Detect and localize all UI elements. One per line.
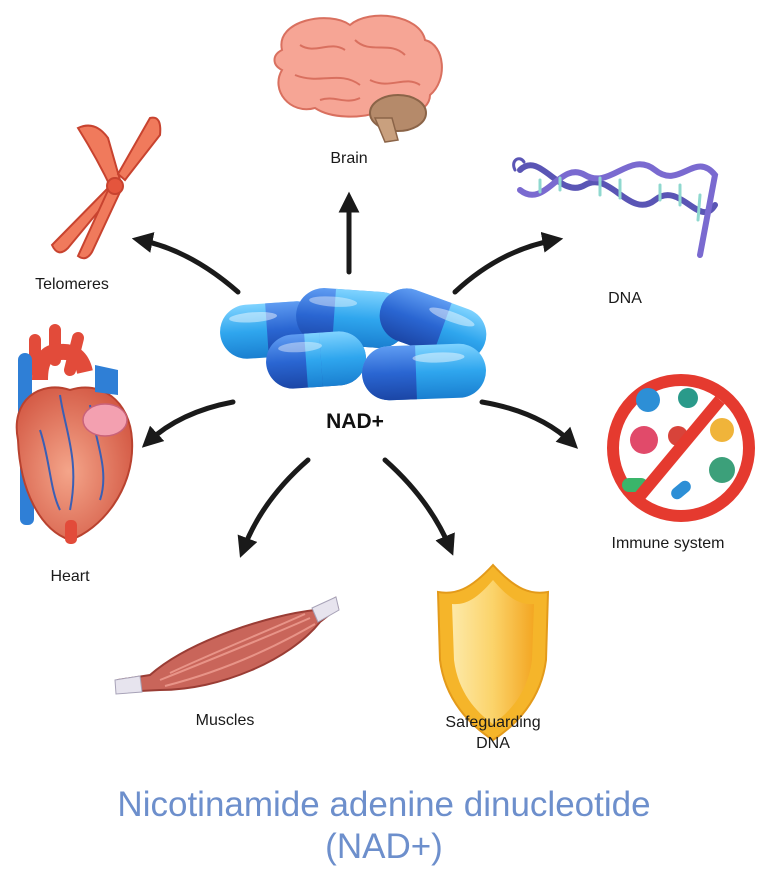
immune-system-icon (607, 374, 755, 522)
arrow-to-telomeres (131, 232, 241, 295)
title-line1: Nicotinamide adenine dinucleotide (117, 785, 651, 824)
arrow-to-immune (479, 399, 579, 449)
label-heart: Heart (50, 568, 90, 585)
title-line2: (NAD+) (325, 827, 443, 866)
nad-capsules (220, 288, 487, 401)
telomeres-icon (50, 116, 162, 260)
arrow-to-heart (141, 399, 236, 448)
arrow-to-dna (452, 231, 564, 295)
label-muscles: Muscles (195, 712, 255, 729)
dna-icon (512, 157, 719, 258)
label-dna: DNA (608, 290, 642, 307)
brain-icon (273, 14, 443, 143)
heart-icon (15, 324, 134, 544)
label-brain: Brain (330, 150, 368, 167)
arrows (131, 191, 579, 558)
label-telomeres: Telomeres (35, 276, 109, 293)
arrow-to-safeguarding (382, 457, 455, 556)
label-immune-system: Immune system (611, 535, 725, 552)
arrow-to-muscles (237, 457, 311, 558)
muscle-icon (114, 596, 340, 695)
label-safeguarding-line2: DNA (476, 735, 510, 752)
label-safeguarding-line1: Safeguarding (445, 714, 541, 731)
nad-center-label: NAD+ (326, 410, 384, 433)
shield-icon (436, 563, 550, 742)
